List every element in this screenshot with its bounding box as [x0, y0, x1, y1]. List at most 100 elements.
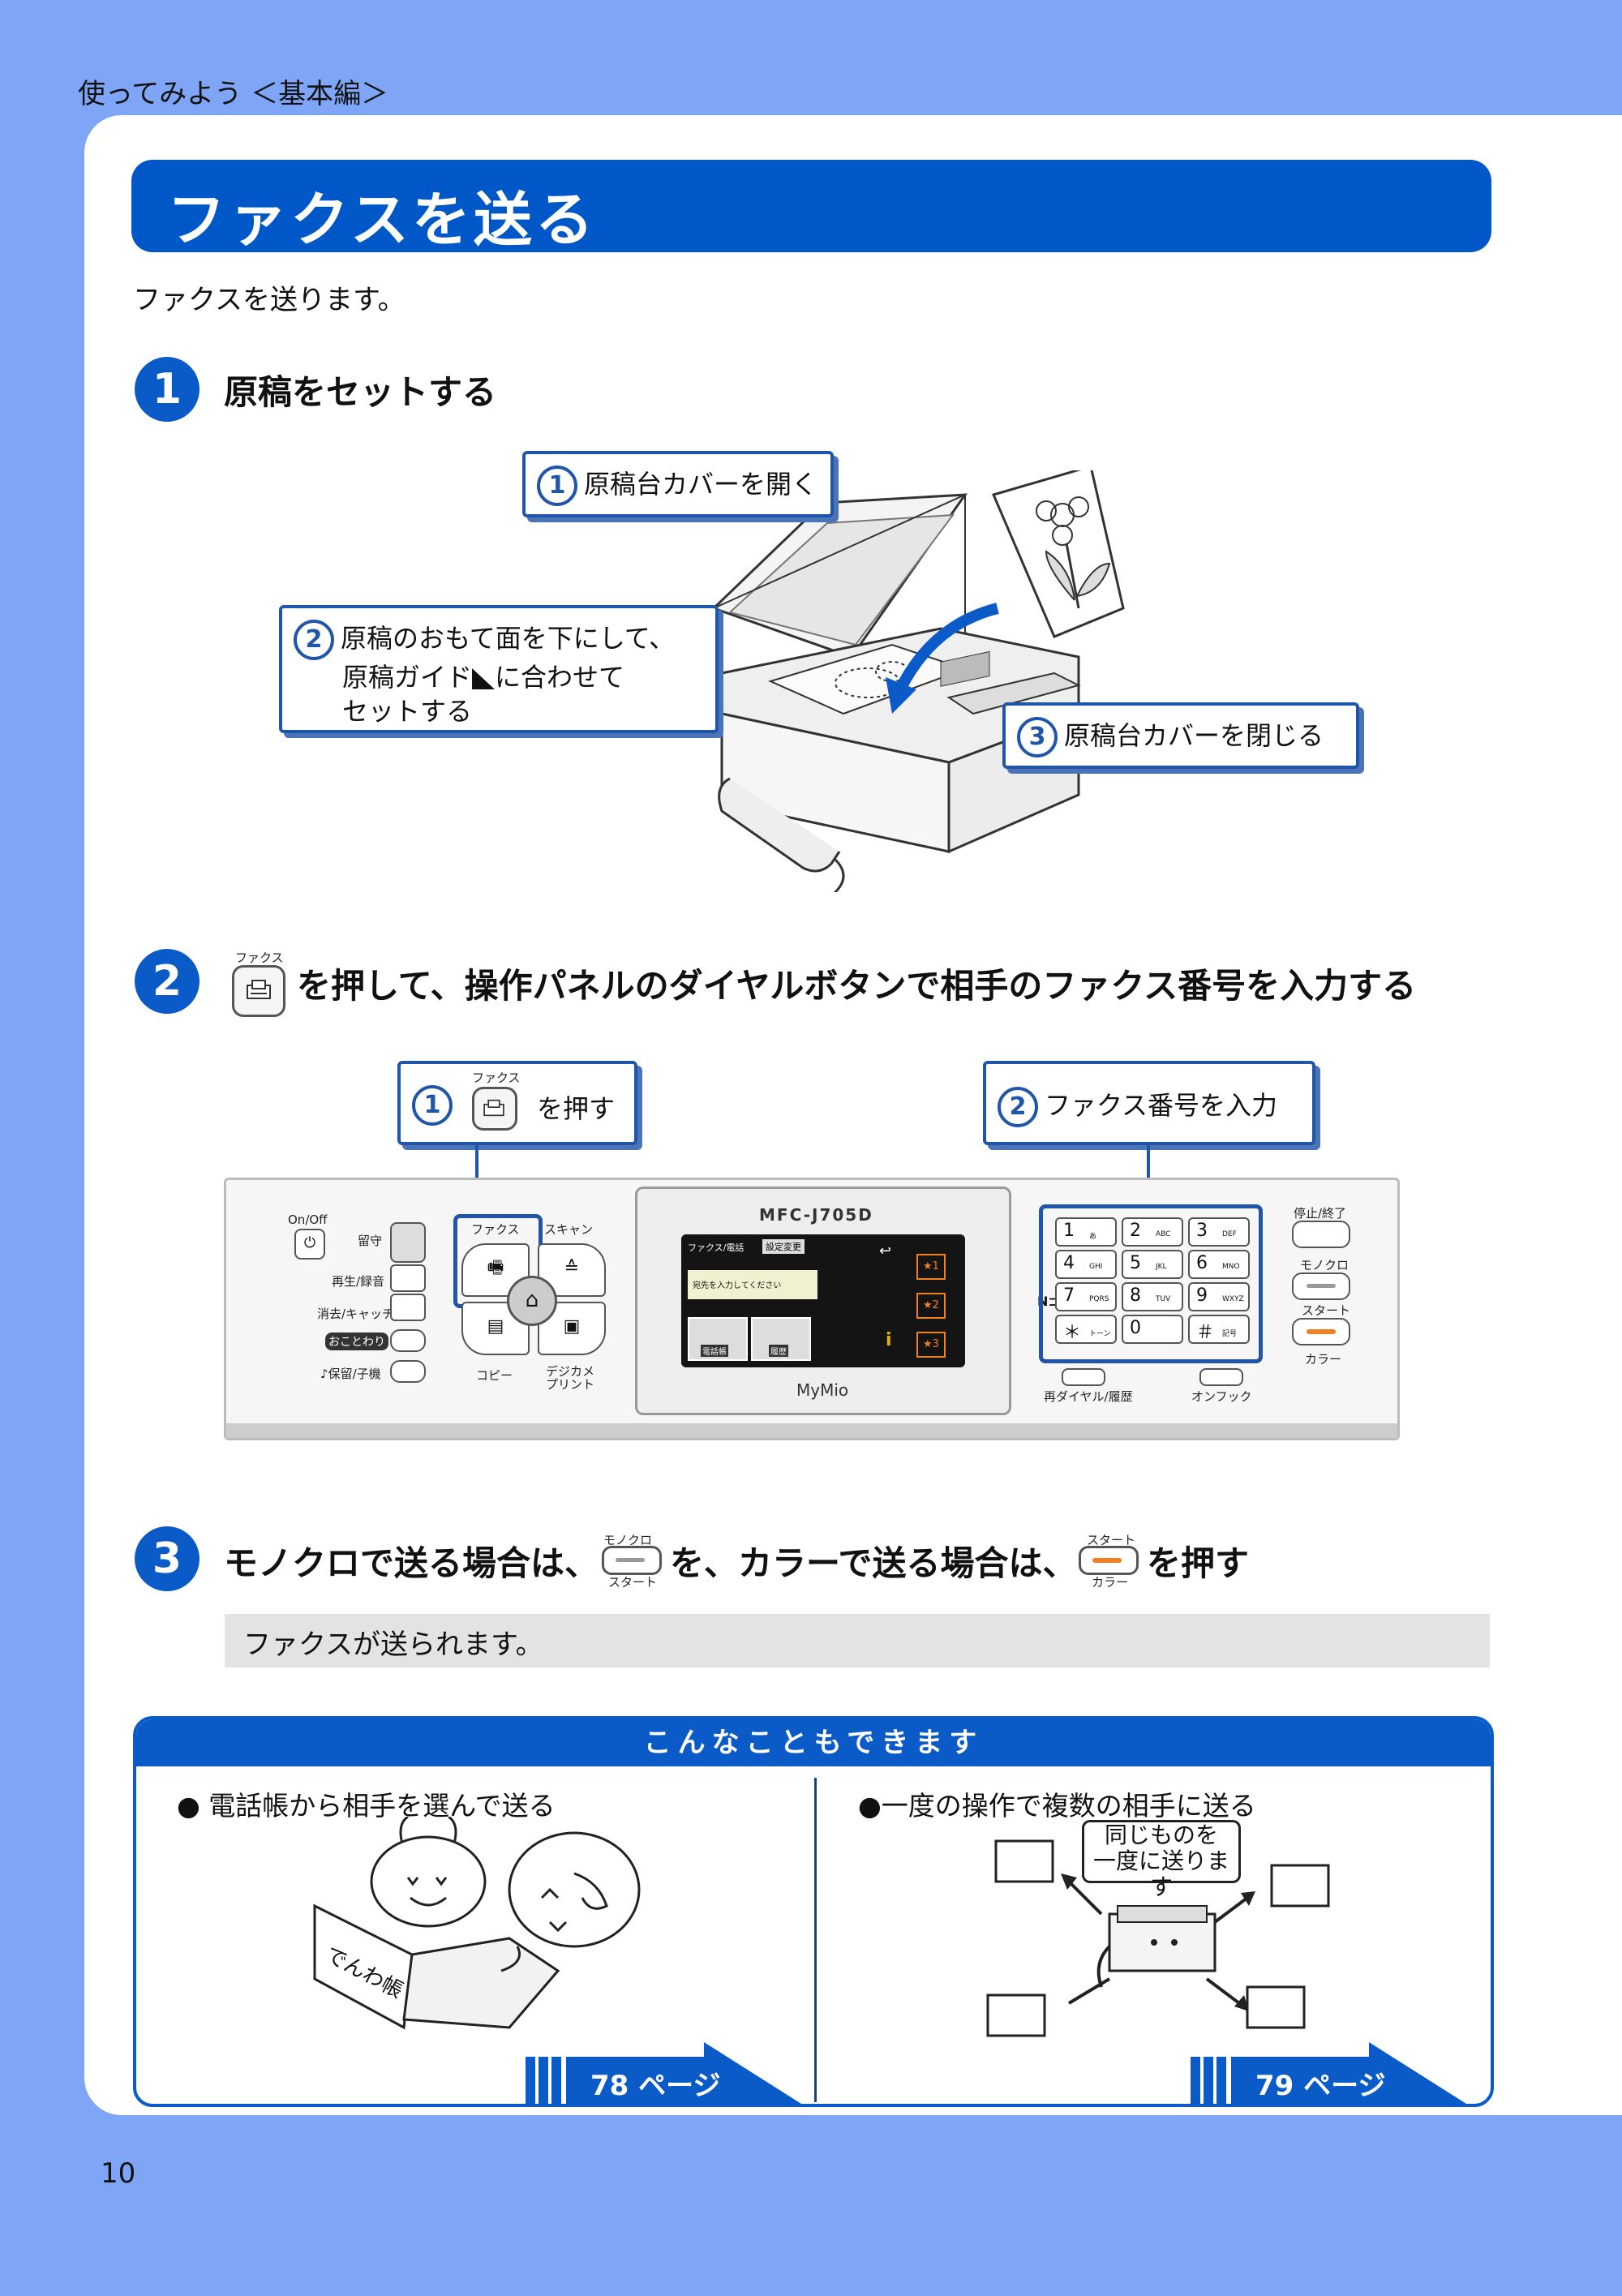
destination-prompt: 宛先を入力してください [693, 1281, 782, 1290]
redial-label: 再ダイヤル/履歴 [1044, 1389, 1133, 1404]
keypad-key-number: 6 [1196, 1253, 1208, 1273]
display-bezel: MFC-J705D ファクス/電話 設定変更 ↩ 宛先を入力してください 電話帳… [635, 1187, 1011, 1415]
start-label: スタート [1302, 1303, 1351, 1318]
panel-label: おことわり [325, 1333, 388, 1350]
phonebook-label: 電話帳 [701, 1345, 728, 1357]
callout-text: に合わせて [495, 662, 625, 693]
control-panel: On/Off ⏻ 留守 再生/録音 消去/キャッチ おことわり ♪保留/子機 フ… [224, 1178, 1400, 1440]
fax-mode-button[interactable]: 🖷 [461, 1243, 530, 1297]
onoff-label: On/Off [288, 1212, 328, 1227]
scan-label: スキャン [544, 1222, 594, 1237]
page-number: 10 [101, 2157, 136, 2190]
fax-icon-label: ファクス [472, 1071, 521, 1085]
color-start-icon [1079, 1546, 1139, 1575]
play-record-button[interactable] [390, 1264, 426, 1292]
keypad-key-number: ＃ [1196, 1323, 1215, 1343]
onhook-button[interactable] [1199, 1368, 1243, 1386]
erase-button[interactable] [390, 1294, 426, 1321]
screen-history-button[interactable]: 履歴 [751, 1317, 811, 1361]
screen-settings-button[interactable]: 設定変更 [762, 1239, 805, 1254]
fax-label: ファクス [471, 1222, 520, 1237]
keypad-key-number: 9 [1196, 1285, 1208, 1306]
speed-dial-1[interactable]: ★1 [916, 1254, 946, 1280]
color-icon-bottom-label: カラー [1092, 1575, 1129, 1590]
destination-field[interactable]: 宛先を入力してください [688, 1270, 817, 1299]
keypad-key[interactable]: 0 [1122, 1315, 1183, 1344]
tip-multi-send-title: ●一度の操作で複数の相手に送る [858, 1790, 1256, 1822]
copy-label: コピー [476, 1368, 513, 1383]
result-text: ファクスが送られます。 [243, 1629, 543, 1661]
home-button[interactable]: ⌂ [507, 1276, 557, 1326]
hold-button[interactable] [390, 1360, 426, 1383]
keypad-key-letters: TUV [1156, 1295, 1171, 1303]
step-number-3: 3 [135, 1526, 200, 1591]
panel-label: 消去/キャッチ [317, 1307, 395, 1321]
history-label: 履歴 [769, 1345, 788, 1357]
onhook-label: オンフック [1191, 1389, 1252, 1404]
stop-button[interactable] [1292, 1221, 1350, 1248]
back-icon[interactable]: ↩ [879, 1242, 892, 1260]
color-icon-top-label: スタート [1087, 1533, 1136, 1547]
callout-text: ファクス番号を入力 [1045, 1090, 1278, 1121]
power-button[interactable]: ⏻ [294, 1229, 325, 1260]
scanner-illustration [711, 470, 1125, 892]
panel-label: ♪保留/子機 [320, 1367, 381, 1381]
connector-line [1147, 1142, 1150, 1207]
step-title-3-part2: を、カラーで送る場合は、 [670, 1543, 1077, 1583]
callout-text: 原稿のおもて面を下にして、 [341, 623, 676, 654]
screen-phonebook-button[interactable]: 電話帳 [688, 1317, 748, 1361]
keypad-key[interactable]: ＊トーン [1055, 1315, 1117, 1344]
bubble-line-1: 同じものを [1104, 1822, 1218, 1848]
step-title-2: を押して、操作パネルのダイヤルボタンで相手のファクス番号を入力する [297, 966, 1417, 1006]
callout-text: を押す [537, 1093, 616, 1124]
copy-mode-button[interactable]: ▤ [461, 1302, 530, 1355]
keypad-key-letters: MNO [1222, 1263, 1240, 1271]
fax-icon-label: ファクス [235, 951, 284, 965]
keypad-key-letters: JKL [1156, 1263, 1167, 1271]
lcd-screen: ファクス/電話 設定変更 ↩ 宛先を入力してください 電話帳 履歴 i ★1 ★… [681, 1234, 965, 1367]
page-link-78[interactable]: 78 ページ [526, 2042, 801, 2104]
page-link-label: 79 ページ [1255, 2070, 1386, 2102]
mono-start-button[interactable] [1292, 1272, 1350, 1300]
keypad-key-letters: ABC [1156, 1230, 1171, 1238]
page-link-label: 78 ページ [590, 2070, 721, 2102]
callout-number: 2 [294, 620, 334, 660]
screen-title: ファクス/電話 [688, 1242, 744, 1253]
info-icon[interactable]: i [886, 1330, 892, 1350]
photo-label: デジカメ プリント [546, 1364, 595, 1392]
speech-bubble: 同じものを 一度に送ります [1082, 1820, 1241, 1900]
keypad-key-letters: WXYZ [1222, 1295, 1244, 1303]
refuse-button[interactable] [390, 1329, 426, 1352]
page-link-79[interactable]: 79 ページ [1191, 2042, 1466, 2104]
fax-button-icon [472, 1087, 517, 1131]
step-number-1: 1 [135, 357, 200, 422]
keypad-key-number: 7 [1063, 1285, 1075, 1306]
title-bar [131, 160, 1491, 252]
redial-button[interactable] [1062, 1368, 1105, 1386]
speed-dial-2[interactable]: ★2 [916, 1293, 946, 1319]
keypad-key-number: 1 [1063, 1221, 1075, 1241]
brand-logo: MyMio [796, 1380, 849, 1400]
answer-button[interactable] [390, 1222, 426, 1263]
speed-dial-3[interactable]: ★3 [916, 1332, 946, 1358]
page-title: ファクスを送る [167, 186, 597, 254]
photo-mode-button[interactable]: ▣ [538, 1302, 606, 1355]
keypad-key[interactable]: ＃記号 [1188, 1315, 1250, 1344]
color-start-button[interactable] [1292, 1318, 1350, 1345]
mono-icon-top-label: モノクロ [603, 1533, 653, 1547]
callout-text: 原稿ガイド [342, 662, 473, 693]
keypad-key[interactable]: 9 WXYZ [1188, 1282, 1250, 1311]
panel-label: 再生/録音 [332, 1274, 385, 1289]
callout-text: 原稿台カバーを開く [584, 469, 818, 500]
phonebook-illustration [313, 1817, 641, 2030]
